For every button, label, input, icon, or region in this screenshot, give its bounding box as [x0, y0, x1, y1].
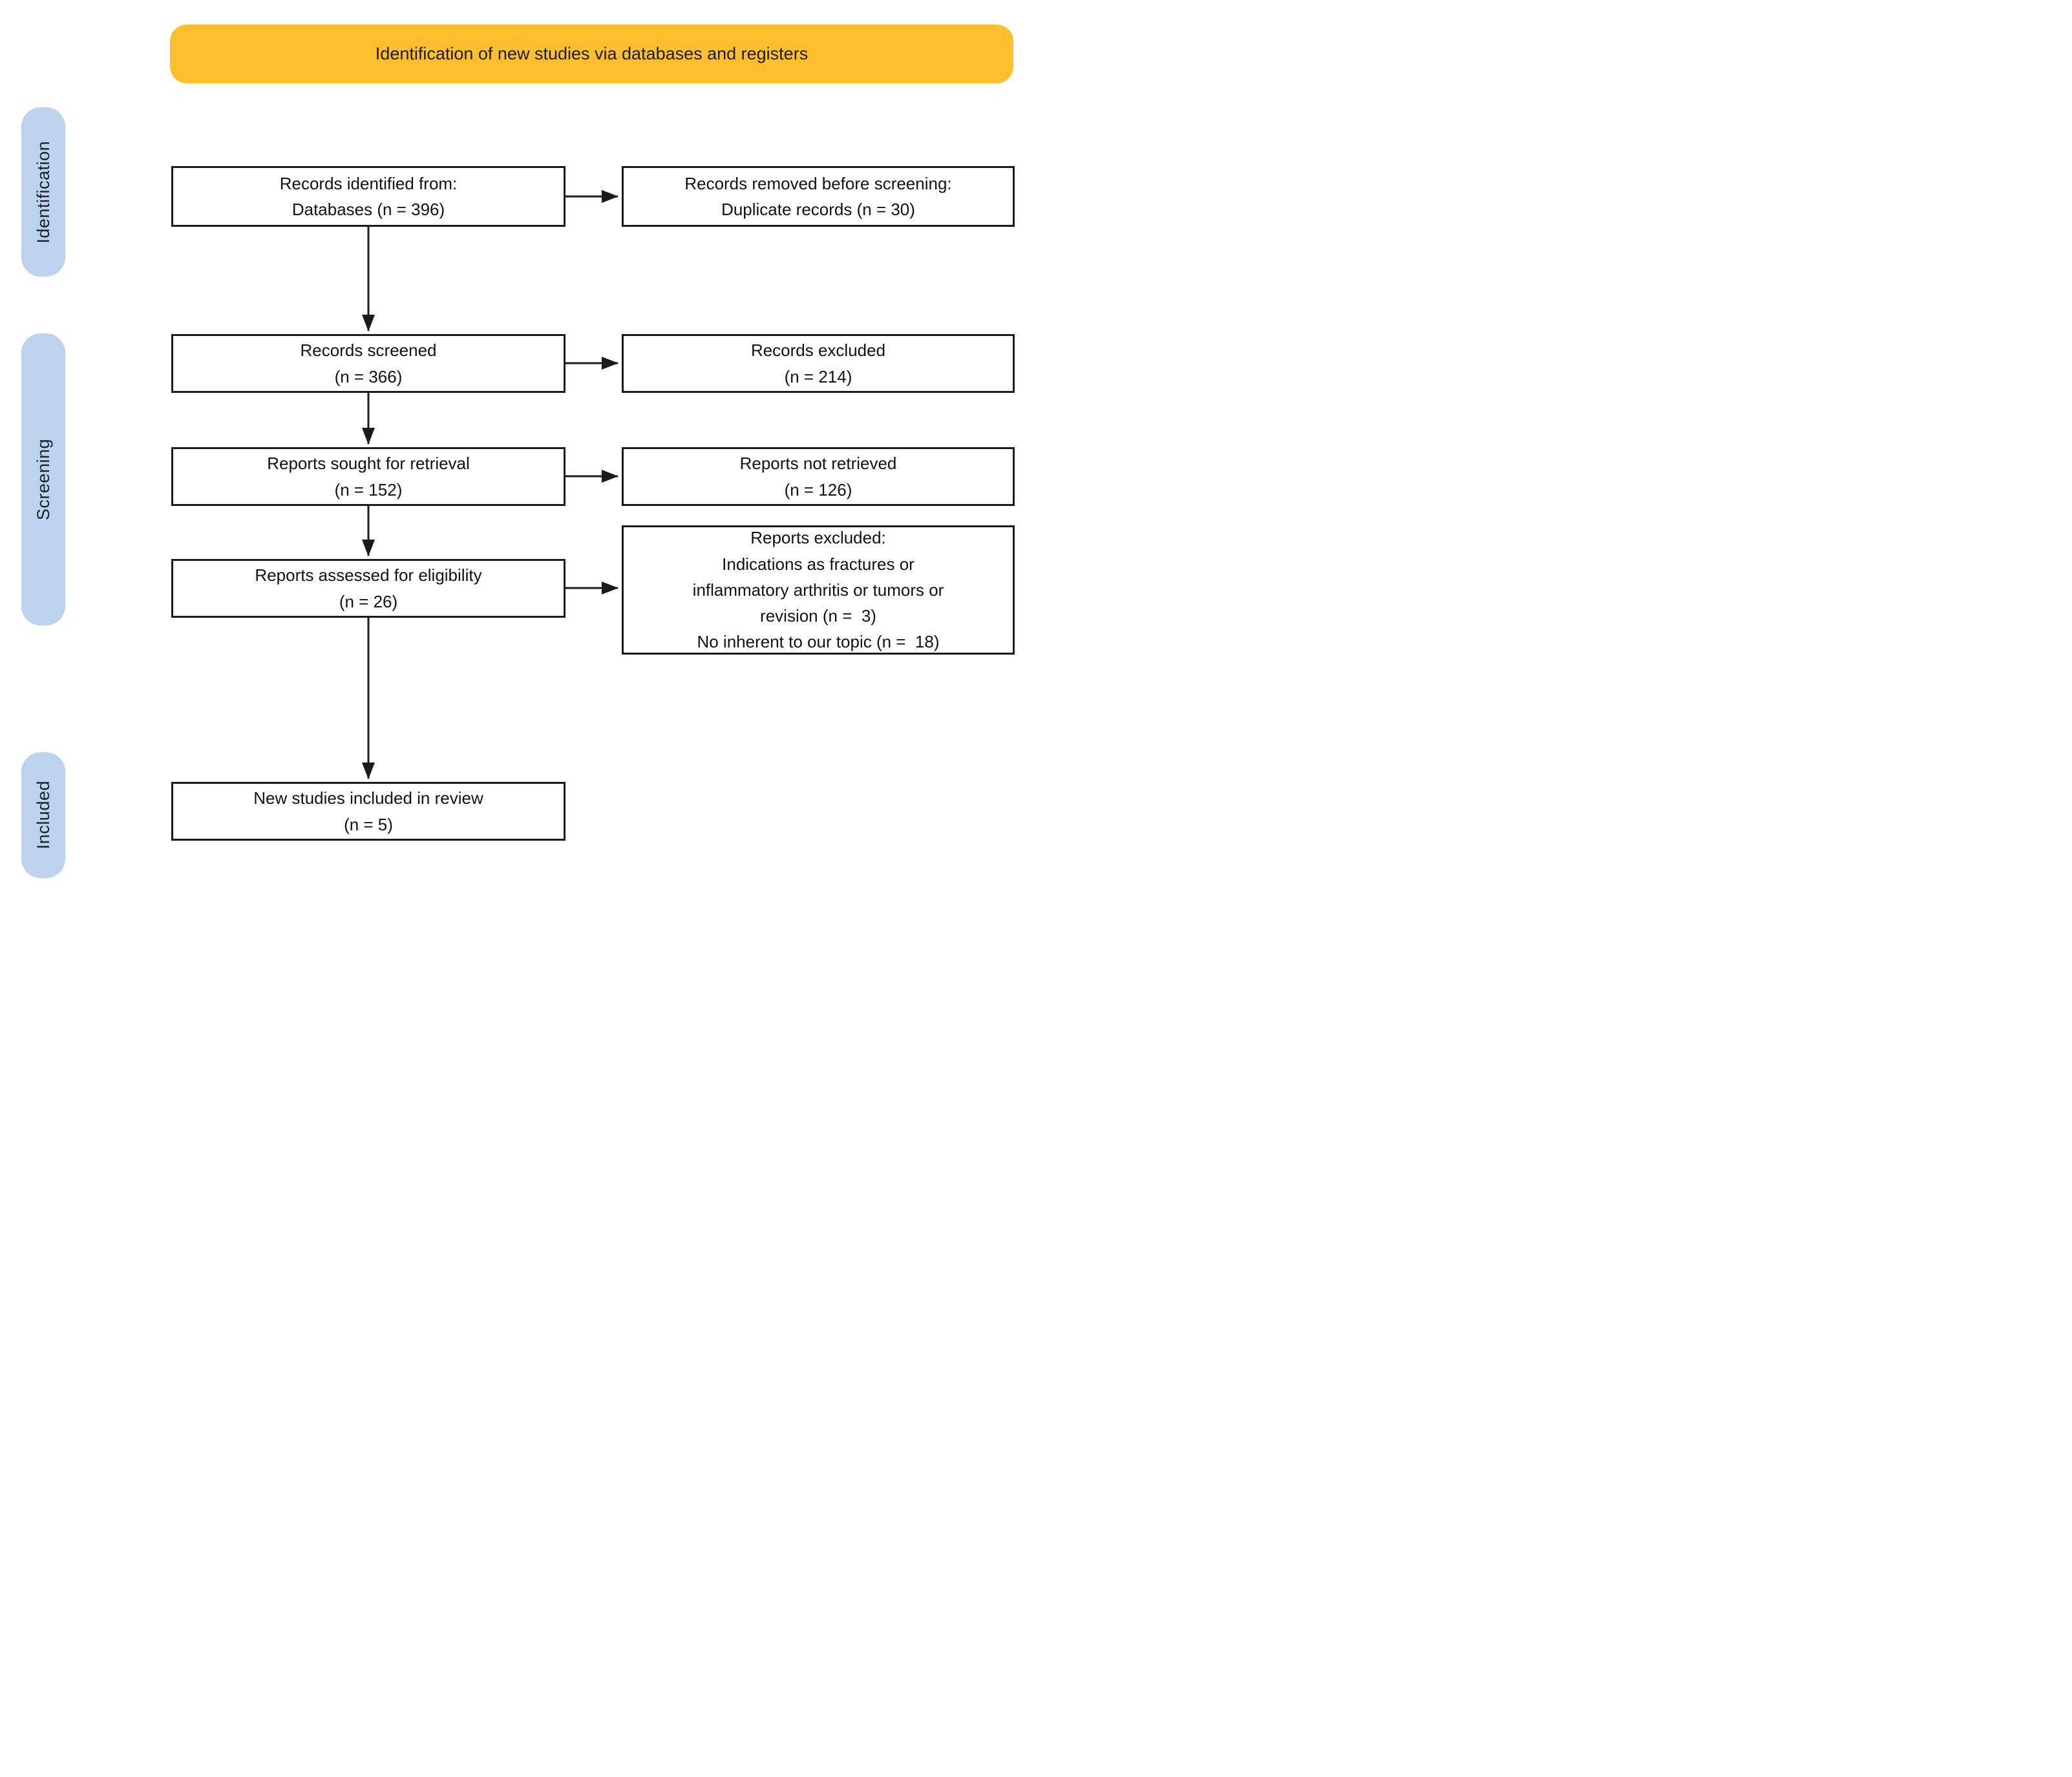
box-reports-sought: Reports sought for retrieval (n = 152)	[171, 447, 566, 506]
box-records-excluded-text: Records excluded (n = 214)	[750, 341, 886, 386]
box-reports-not-retrieved: Reports not retrieved (n = 126)	[622, 447, 1015, 506]
stage-label-included: Included	[33, 781, 53, 850]
stage-pill-identification: Identification	[21, 107, 65, 277]
box-reports-not-retrieved-text: Reports not retrieved (n = 126)	[739, 454, 897, 499]
box-reports-excluded-text: Reports excluded: Indications as fractur…	[692, 528, 944, 652]
box-reports-sought-text: Reports sought for retrieval (n = 152)	[267, 454, 470, 499]
flow-arrows	[362, 190, 618, 779]
box-reports-assessed-text: Reports assessed for eligibility (n = 26…	[255, 565, 482, 611]
box-new-studies-included: New studies included in review (n = 5)	[171, 782, 566, 841]
stage-pill-included: Included	[21, 752, 65, 878]
stage-pill-screening: Screening	[21, 333, 65, 626]
box-reports-excluded: Reports excluded: Indications as fractur…	[622, 525, 1015, 655]
banner-identification-via-databases: Identification of new studies via databa…	[170, 25, 1013, 83]
stage-label-identification: Identification	[33, 140, 53, 244]
banner-label: Identification of new studies via databa…	[375, 44, 809, 63]
stage-label-screening: Screening	[33, 438, 53, 521]
prisma-flow-diagram: Identification of new studies via databa…	[0, 0, 1036, 888]
box-records-screened: Records screened (n = 366)	[171, 334, 566, 393]
box-records-excluded: Records excluded (n = 214)	[622, 334, 1015, 393]
box-records-removed-text: Records removed before screening: Duplic…	[684, 173, 952, 219]
box-records-identified: Records identified from: Databases (n = …	[171, 166, 566, 227]
box-records-identified-text: Records identified from: Databases (n = …	[279, 173, 458, 219]
box-records-removed: Records removed before screening: Duplic…	[622, 166, 1015, 227]
box-reports-assessed: Reports assessed for eligibility (n = 26…	[171, 559, 566, 618]
box-records-screened-text: Records screened (n = 366)	[300, 341, 437, 386]
box-new-studies-included-text: New studies included in review (n = 5)	[253, 788, 483, 834]
